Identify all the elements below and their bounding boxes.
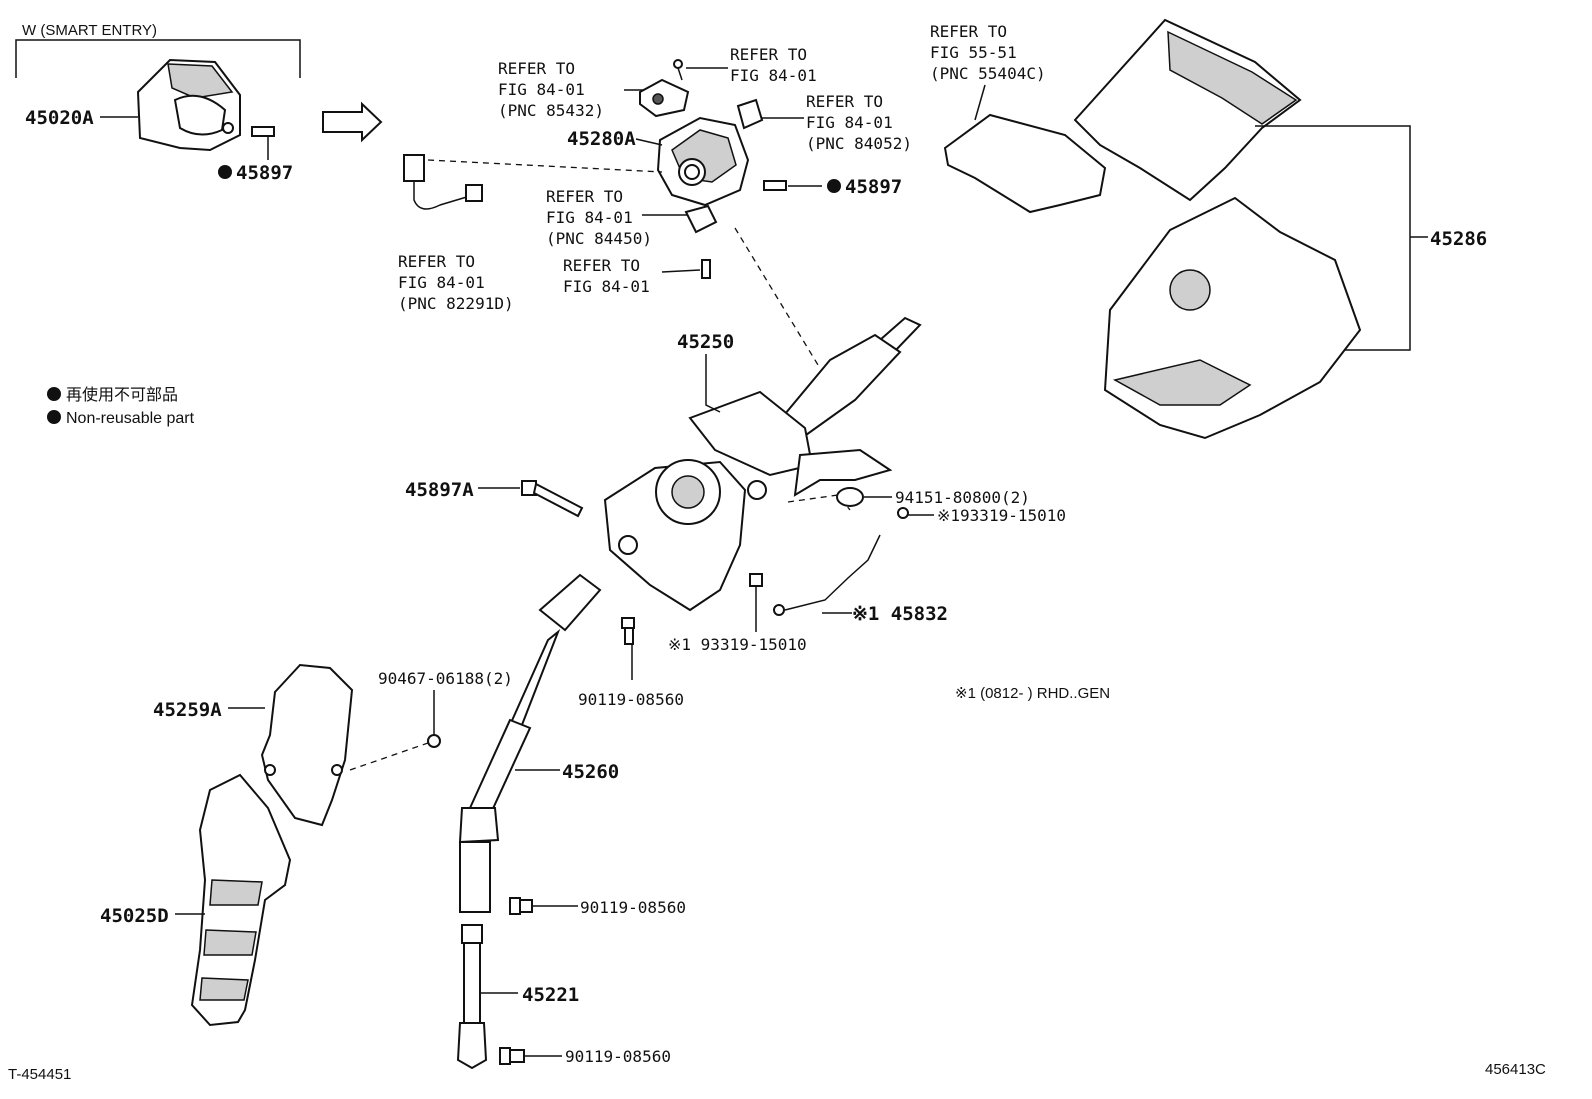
non-reusable-marker-icon: [47, 387, 61, 401]
diagram-id-left: T-454451: [8, 1066, 71, 1083]
bolt-84-01-drawing: [701, 259, 711, 279]
part-93319-upper: ※193319-15010: [937, 506, 1066, 525]
part-90467: 90467-06188(2): [378, 669, 513, 688]
svg-text:REFER TO: REFER TO: [563, 256, 640, 275]
part-45286: 45286: [1430, 228, 1487, 250]
refer-84450: REFER TO FIG 84-01 (PNC 84450): [546, 187, 652, 248]
clip-84052-drawing: [736, 98, 764, 130]
switch-45280A-drawing: [656, 116, 750, 207]
part-90119-lower: 90119-08560: [565, 1047, 671, 1066]
shaft-45221-drawing: [456, 924, 488, 1070]
part-45897-left: 45897: [236, 162, 293, 184]
svg-text:FIG 84-01: FIG 84-01: [730, 66, 817, 85]
part-90119-upper: 90119-08560: [578, 690, 684, 709]
refer-55404C: REFER TO FIG 55-51 (PNC 55404C): [930, 22, 1046, 83]
arrow-right-icon: [322, 101, 383, 143]
clip-90467-drawing: [349, 690, 441, 771]
svg-text:(PNC 55404C): (PNC 55404C): [930, 64, 1046, 83]
sensor-84450-drawing: [684, 204, 718, 234]
sensor-85432-drawing: [639, 59, 690, 118]
svg-text:REFER TO: REFER TO: [546, 187, 623, 206]
part-94151: 94151-80800(2): [895, 488, 1030, 507]
diagram-id-right: 456413C: [1485, 1061, 1546, 1078]
bolt-90119-upper-drawing: [621, 617, 635, 680]
svg-text:(PNC 84052): (PNC 84052): [806, 134, 912, 153]
svg-text:REFER TO: REFER TO: [498, 59, 575, 78]
svg-text:FIG 84-01: FIG 84-01: [806, 113, 893, 132]
part-90119-mid: 90119-08560: [580, 898, 686, 917]
non-reusable-marker-icon: [218, 165, 232, 179]
harness-82291D-drawing: [403, 154, 663, 210]
svg-text:FIG 84-01: FIG 84-01: [498, 80, 585, 99]
cover-45259A-drawing: [260, 663, 354, 827]
bolt-90119-mid-drawing: [509, 897, 533, 915]
smart-entry-bracket: W (SMART ENTRY): [15, 22, 301, 78]
part-45020A: 45020A: [25, 107, 94, 129]
shaft-45260-drawing: [458, 573, 602, 913]
legend: 再使用不可部品 Non-reusable part: [47, 386, 195, 427]
boot-45025D-drawing: [190, 773, 292, 1027]
ground-wire-45832-drawing: [773, 507, 909, 616]
part-45260: 45260: [562, 761, 619, 783]
part-45020A-drawing: [136, 58, 241, 152]
non-reusable-marker-icon: [47, 410, 61, 424]
refer-84052: REFER TO FIG 84-01 (PNC 84052): [806, 92, 912, 153]
bolt-45897A-drawing: [521, 480, 584, 518]
cover-lower-45286-drawing: [1103, 196, 1362, 440]
refer-84-01-top: REFER TO FIG 84-01: [730, 45, 817, 85]
non-reusable-marker-icon: [827, 179, 841, 193]
part-45832: ※1 45832: [852, 603, 948, 625]
svg-text:FIG 84-01: FIG 84-01: [563, 277, 650, 296]
legend-jp: 再使用不可部品: [66, 386, 178, 404]
svg-text:REFER TO: REFER TO: [806, 92, 883, 111]
rhd-note: ※1 (0812- ) RHD..GEN: [955, 685, 1110, 702]
panel-55404C-drawing: [943, 113, 1107, 214]
cover-upper-45286-drawing: [1073, 18, 1302, 202]
refer-85432: REFER TO FIG 84-01 (PNC 85432): [498, 59, 604, 120]
part-45221: 45221: [522, 984, 579, 1006]
variant-label: W (SMART ENTRY): [22, 22, 157, 39]
svg-text:REFER TO: REFER TO: [930, 22, 1007, 41]
bolt-90119-lower-drawing: [499, 1047, 525, 1065]
svg-text:REFER TO: REFER TO: [398, 252, 475, 271]
svg-text:FIG 55-51: FIG 55-51: [930, 43, 1017, 62]
legend-en: Non-reusable part: [66, 410, 195, 427]
svg-text:(PNC 84450): (PNC 84450): [546, 229, 652, 248]
column-45250-drawing: [603, 316, 922, 612]
svg-text:(PNC 85432): (PNC 85432): [498, 101, 604, 120]
bolt-93319-drawing: [749, 573, 763, 632]
svg-text:FIG 84-01: FIG 84-01: [546, 208, 633, 227]
part-93319-lower: ※1 93319-15010: [668, 635, 807, 654]
svg-text:FIG 84-01: FIG 84-01: [398, 273, 485, 292]
part-45897-right: 45897: [845, 176, 902, 198]
bolt-45897-right: [763, 180, 822, 191]
part-45280A: 45280A: [567, 128, 636, 150]
refer-82291D: REFER TO FIG 84-01 (PNC 82291D): [398, 252, 514, 313]
part-45897A: 45897A: [405, 479, 474, 501]
part-45025D: 45025D: [100, 905, 169, 927]
part-45250: 45250: [677, 331, 734, 353]
refer-84-01-bolt: REFER TO FIG 84-01: [563, 256, 650, 296]
bolt-45897-left: [251, 126, 275, 160]
nut-94151-drawing: [836, 487, 864, 507]
svg-text:(PNC 82291D): (PNC 82291D): [398, 294, 514, 313]
part-45259A: 45259A: [153, 699, 222, 721]
svg-text:REFER TO: REFER TO: [730, 45, 807, 64]
